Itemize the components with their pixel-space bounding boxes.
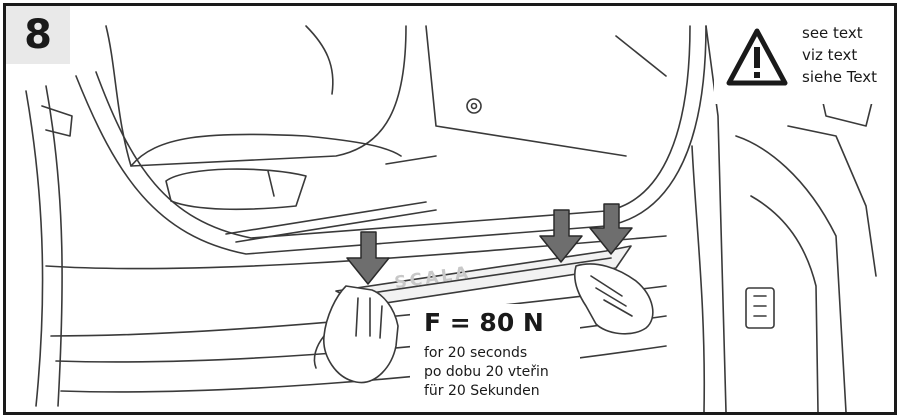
warning-line-cz: viz text <box>802 46 858 64</box>
force-duration: for 20 seconds po dobu 20 vteřin für 20 … <box>424 344 549 401</box>
warning-callout: see text viz text siehe Text <box>714 6 894 104</box>
warning-line-de: siehe Text <box>802 68 878 86</box>
duration-line-de: für 20 Sekunden <box>424 383 540 399</box>
duration-line-en: for 20 seconds <box>424 345 528 361</box>
pressure-arrow-middle <box>539 209 583 263</box>
instruction-panel: SCALA 8 see text viz text siehe Text F =… <box>3 3 897 415</box>
pressure-arrow-left <box>346 231 390 285</box>
duration-line-cz: po dobu 20 vteřin <box>424 364 549 380</box>
force-instruction: F = 80 N for 20 seconds po dobu 20 vteři… <box>410 304 580 406</box>
warning-line-en: see text <box>802 24 863 42</box>
warning-text: see text viz text siehe Text <box>802 22 877 88</box>
step-number: 8 <box>24 12 52 58</box>
step-number-box: 8 <box>6 6 70 64</box>
force-value: F = 80 N <box>424 308 544 337</box>
warning-triangle-icon <box>726 28 788 86</box>
pressure-arrow-right <box>589 203 633 255</box>
